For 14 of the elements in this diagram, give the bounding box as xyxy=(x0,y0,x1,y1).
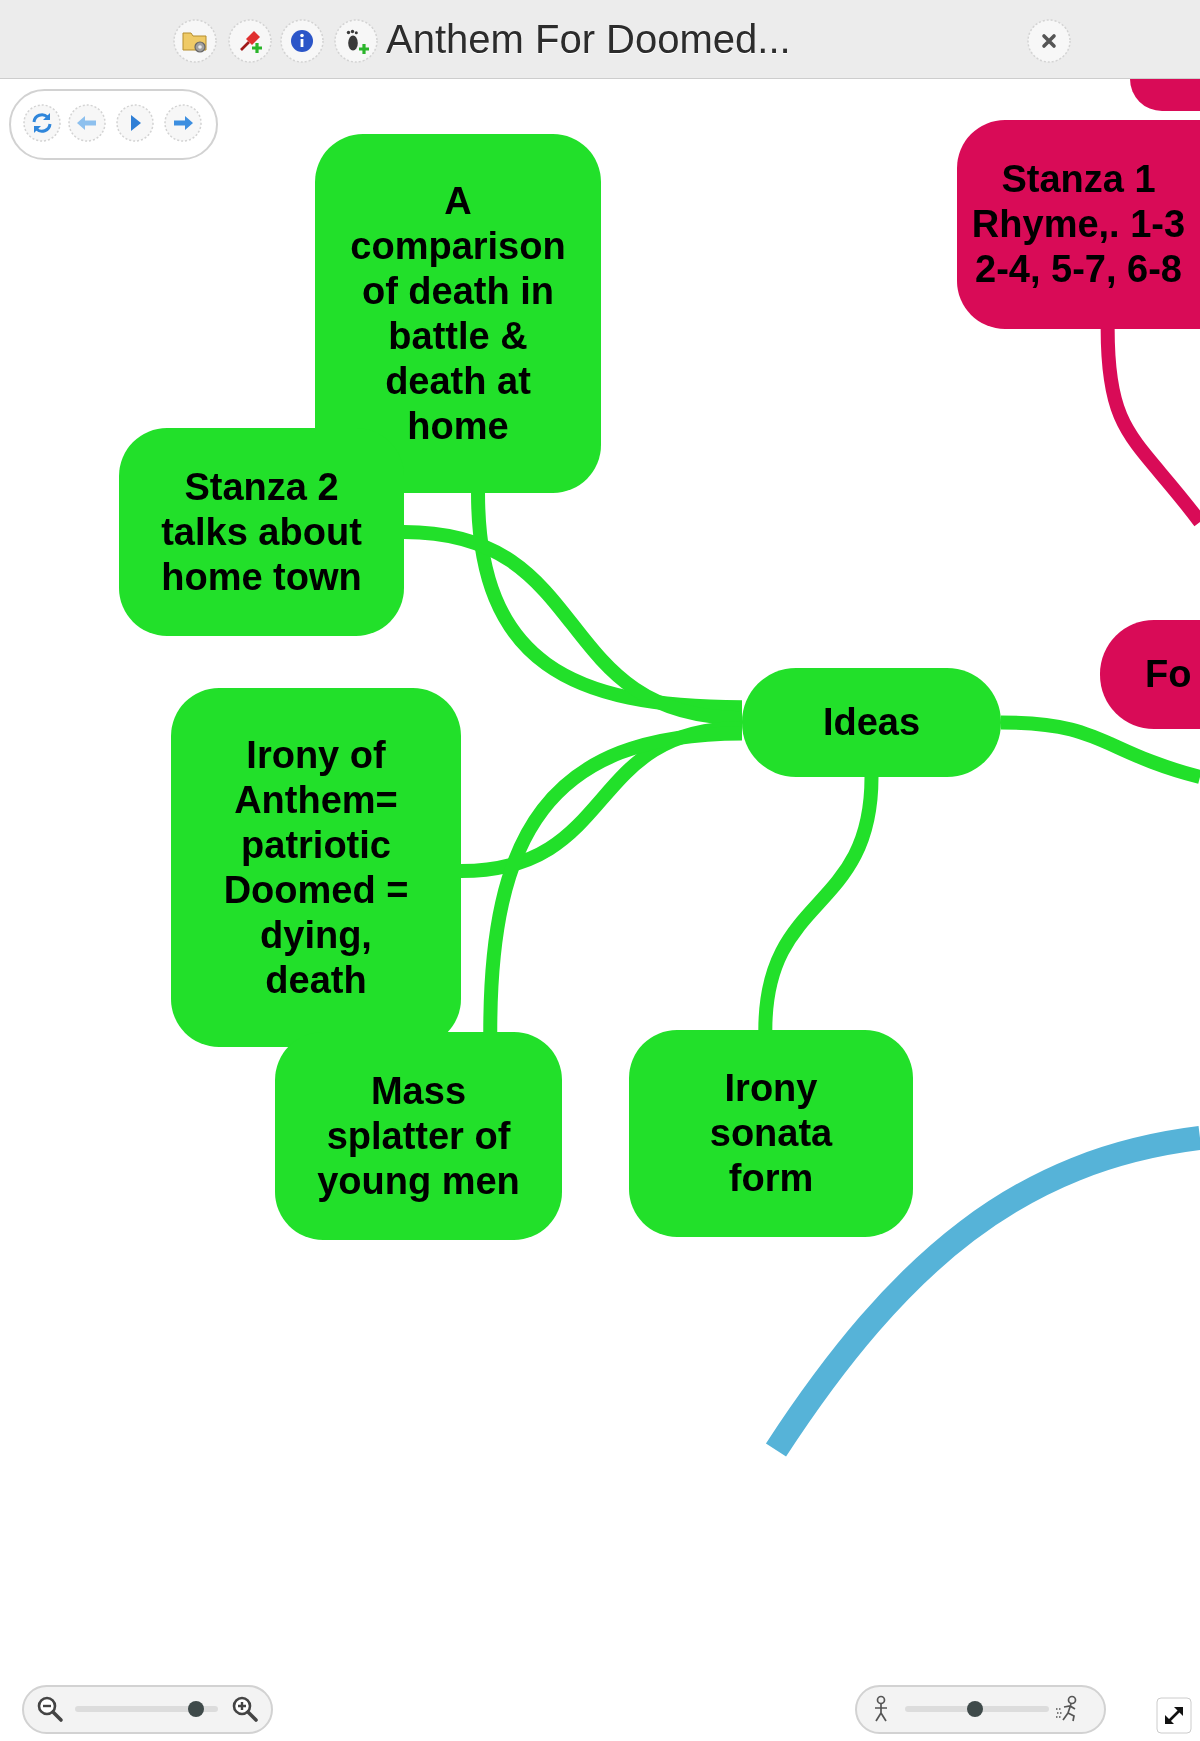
topic-node: Fo xyxy=(1100,620,1200,729)
branch-line xyxy=(403,525,743,726)
topic-node: Mass splatter of young men xyxy=(275,1032,562,1240)
branch-line xyxy=(758,776,879,1031)
topic-node xyxy=(1130,79,1200,111)
topic-node: Irony of Anthem= patriotic Doomed = dying, death xyxy=(171,688,461,1047)
topic-node: Stanza 1 Rhyme,. 1-3 2-4, 5-7, 6-8 xyxy=(957,120,1200,329)
topic-node: Irony sonata form xyxy=(629,1030,913,1237)
topic-node: Ideas xyxy=(742,668,1001,777)
branch-line xyxy=(1000,715,1200,784)
title-text: Anthem For Doomed... xyxy=(386,16,791,63)
topic-node: Stanza 2 talks about home town xyxy=(119,428,404,636)
branch-line xyxy=(1100,328,1200,527)
branch-line xyxy=(460,720,743,879)
